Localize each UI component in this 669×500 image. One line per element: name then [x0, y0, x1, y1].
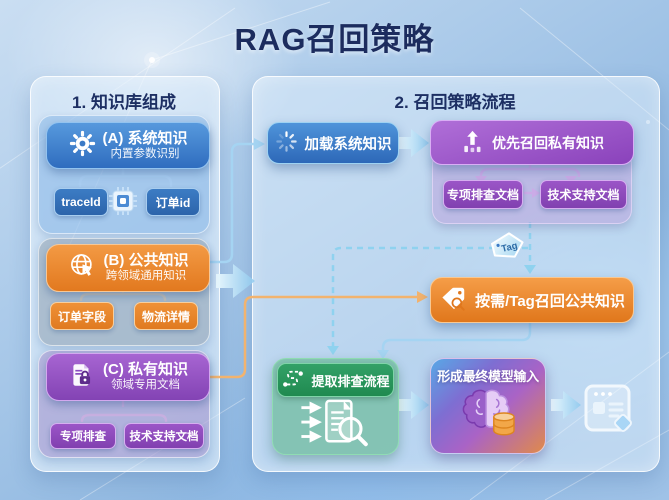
section-system-subtitle: 内置参数识别 [110, 147, 180, 160]
tag-search-icon [439, 284, 468, 317]
route-icon [281, 369, 305, 392]
priority-upload-icon [460, 129, 485, 157]
brain-database-icon [457, 387, 519, 444]
tag-icon: Tag [488, 229, 528, 268]
recall-flow-panel-title: 2. 召回策略流程 [394, 93, 516, 112]
tag-tech-support-doc: 技术支持文档 [124, 423, 204, 449]
tag-traceid: traceId [54, 188, 108, 216]
section-system-title: (A) 系统知识 [102, 129, 188, 147]
node-load-system: 加载系统知识 [267, 122, 399, 164]
tag-order-id: 订单id [146, 188, 200, 216]
globe-cursor-icon [68, 251, 97, 285]
gear-icon [69, 130, 96, 162]
knowledge-base-panel-title: 1. 知识库组成 [72, 93, 176, 112]
node-final-input: 形成最终模型输入 [430, 358, 546, 454]
section-private-header: (C) 私有知识 领域专用文档 [46, 353, 210, 401]
tag-special-check: 专项排查 [50, 423, 116, 449]
tag-logistics-detail: 物流详情 [134, 302, 198, 330]
node-recall-private-label: 优先召回私有知识 [492, 134, 604, 151]
node-recall-private: 优先召回私有知识 [430, 120, 634, 165]
node-load-system-label: 加载系统知识 [304, 136, 392, 153]
node-recall-public: 按需/Tag召回公共知识 [430, 277, 634, 323]
page-title: RAG召回策略 [234, 22, 435, 57]
chip-icon [108, 186, 138, 221]
section-public-subtitle: 跨领域通用知识 [105, 270, 187, 283]
section-private-title: (C) 私有知识 [103, 361, 188, 379]
node-extract-flow-header: 提取排查流程 [277, 363, 394, 397]
node-final-input-label: 形成最终模型输入 [437, 369, 539, 384]
section-public-title: (B) 公共知识 [103, 252, 189, 270]
node-recall-public-label: 按需/Tag召回公共知识 [475, 292, 625, 310]
tag-order-fields: 订单字段 [50, 302, 114, 330]
output-window-icon [583, 382, 635, 441]
node-extract-flow-label: 提取排查流程 [311, 373, 390, 389]
document-lock-icon [68, 361, 96, 394]
spinner-icon [275, 130, 298, 157]
subtag-tech-support-doc: 技术支持文档 [540, 180, 627, 209]
subtag-special-check-doc: 专项排查文档 [443, 180, 523, 209]
section-public-header: (B) 公共知识 跨领域通用知识 [46, 244, 210, 292]
section-system-header: (A) 系统知识 内置参数识别 [46, 122, 210, 169]
section-private-subtitle: 领域专用文档 [111, 379, 180, 392]
document-search-icon [296, 399, 376, 454]
